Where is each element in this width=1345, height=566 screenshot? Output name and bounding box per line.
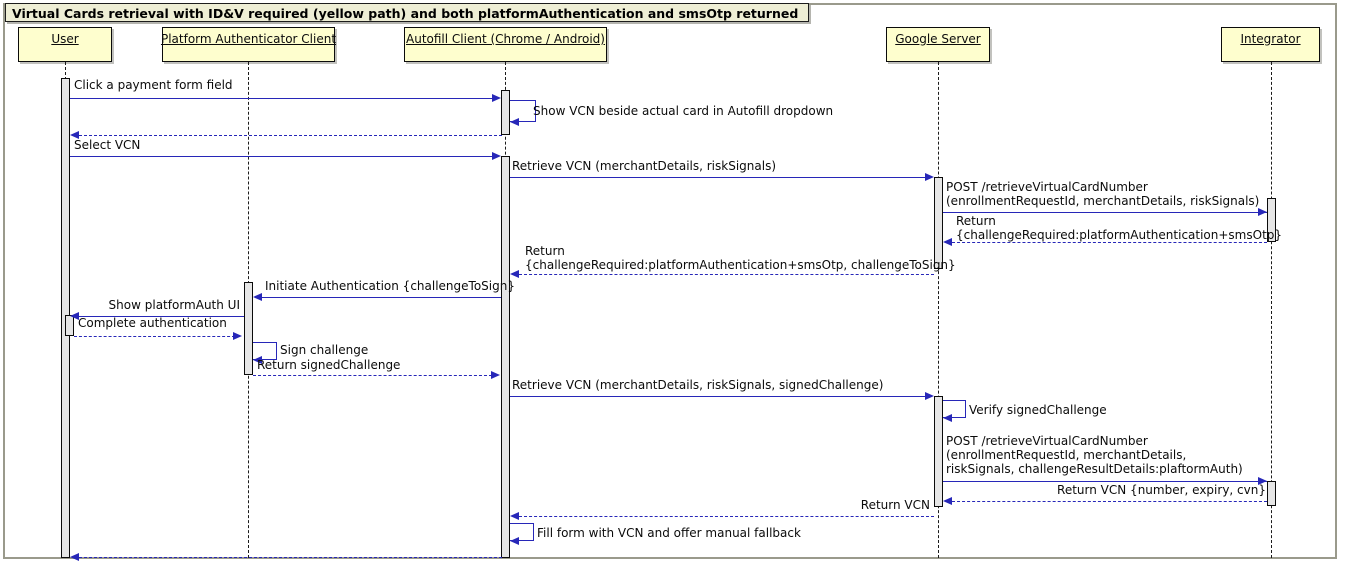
activation-google-server-2	[934, 396, 943, 507]
message-line-7	[952, 242, 1267, 243]
activation-autofill-client-1	[501, 90, 510, 135]
participant-user[interactable]: User	[18, 27, 112, 62]
participant-label-google-server: Google Server	[895, 32, 981, 46]
message-line-6	[943, 212, 1267, 213]
message-label-16-line1: POST /retrieveVirtualCardNumber	[946, 434, 1148, 448]
message-arrowhead-17	[943, 496, 952, 505]
activation-integrator-2	[1267, 481, 1276, 506]
activation-platform-authenticator-client	[244, 282, 253, 375]
message-arrowhead-16	[1258, 476, 1267, 485]
message-label-18: Return VCN	[860, 498, 930, 512]
message-arrowhead-14	[925, 391, 934, 400]
message-line-4	[70, 156, 494, 157]
activation-autofill-client-2	[501, 156, 510, 558]
message-line-13	[253, 375, 492, 376]
selfcall-arrowhead-2	[510, 117, 519, 126]
message-line-9	[262, 297, 501, 298]
message-arrowhead-7	[943, 237, 952, 246]
activation-google-server-1	[934, 177, 943, 269]
message-line-17	[952, 501, 1267, 502]
message-line-10	[79, 316, 244, 317]
message-label-12: Sign challenge	[280, 343, 369, 357]
message-label-17: Return VCN {number, expiry, cvn}	[1057, 483, 1266, 497]
message-arrowhead-1	[492, 93, 501, 102]
selfcall-box-2	[510, 100, 536, 122]
message-label-6-line2: (enrollmentRequestId, merchantDetails, r…	[946, 194, 1260, 208]
message-line-16	[943, 481, 1267, 482]
message-arrowhead-9	[253, 292, 262, 301]
message-label-15: Verify signedChallenge	[969, 403, 1107, 417]
lifeline-google-server	[938, 62, 939, 558]
message-arrowhead-10	[70, 311, 79, 320]
message-label-4: Select VCN	[74, 138, 141, 152]
participant-label-user: User	[51, 32, 79, 46]
message-label-8-line2: {challengeRequired:platformAuthenticatio…	[525, 258, 956, 272]
message-label-16-line2: (enrollmentRequestId, merchantDetails,	[946, 448, 1187, 462]
participant-label-integrator: Integrator	[1240, 32, 1301, 46]
diagram-title: Virtual Cards retrieval with ID&V requir…	[5, 3, 810, 22]
message-line-14	[510, 396, 927, 397]
selfcall-box-12	[253, 342, 277, 360]
message-label-6-line1: POST /retrieveVirtualCardNumber	[946, 180, 1148, 194]
message-arrowhead-5	[925, 172, 934, 181]
participant-google-server[interactable]: Google Server	[886, 27, 990, 62]
message-label-7-line1: Return	[956, 214, 996, 228]
participant-autofill-client[interactable]: Autofill Client (Chrome / Android)	[404, 27, 607, 62]
activation-integrator-1	[1267, 198, 1276, 242]
selfcall-box-19	[510, 523, 534, 541]
message-label-5: Retrieve VCN (merchantDetails, riskSigna…	[512, 159, 776, 173]
message-arrowhead-13	[491, 370, 500, 379]
selfcall-arrowhead-12	[253, 355, 262, 364]
message-label-13: Return signedChallenge	[257, 358, 401, 372]
activation-user-2	[65, 315, 74, 336]
message-arrowhead-11	[233, 331, 242, 340]
message-line-5	[510, 177, 927, 178]
message-arrowhead-18	[510, 511, 519, 520]
message-arrowhead-6	[1258, 207, 1267, 216]
message-label-8-line1: Return	[525, 244, 565, 258]
message-label-14: Retrieve VCN (merchantDetails, riskSigna…	[512, 378, 884, 392]
message-label-16-line3: riskSignals, challengeResultDetails:plaf…	[946, 462, 1243, 476]
selfcall-box-15	[943, 400, 966, 418]
lifeline-integrator	[1271, 62, 1272, 558]
message-line-20	[79, 557, 502, 558]
message-arrowhead-3	[70, 130, 79, 139]
message-label-11: Complete authentication	[78, 316, 227, 330]
message-arrowhead-20	[70, 552, 79, 561]
participant-platform-authenticator-client[interactable]: Platform Authenticator Client	[160, 27, 337, 62]
message-line-1	[70, 98, 494, 99]
message-line-11	[74, 336, 235, 337]
selfcall-arrowhead-15	[943, 413, 952, 422]
message-arrowhead-4	[492, 151, 501, 160]
message-label-7-line2: {challengeRequired:platformAuthenticatio…	[956, 228, 1283, 242]
message-line-18	[519, 516, 934, 517]
participant-label-platform-authenticator-client: Platform Authenticator Client	[160, 32, 337, 46]
selfcall-arrowhead-19	[510, 536, 519, 545]
message-line-3	[79, 135, 502, 136]
message-label-19: Fill form with VCN and offer manual fall…	[537, 526, 801, 540]
message-label-2: Show VCN beside actual card in Autofill …	[533, 104, 834, 118]
diagram-frame	[3, 3, 1337, 559]
message-arrowhead-8	[510, 269, 519, 278]
message-line-8	[519, 274, 934, 275]
participant-label-autofill-client: Autofill Client (Chrome / Android)	[406, 32, 605, 46]
participant-integrator[interactable]: Integrator	[1221, 27, 1320, 62]
message-label-9: Initiate Authentication {challengeToSign…	[265, 279, 515, 293]
message-label-1: Click a payment form field	[74, 78, 233, 92]
message-label-10: Show platformAuth UI	[108, 298, 240, 312]
